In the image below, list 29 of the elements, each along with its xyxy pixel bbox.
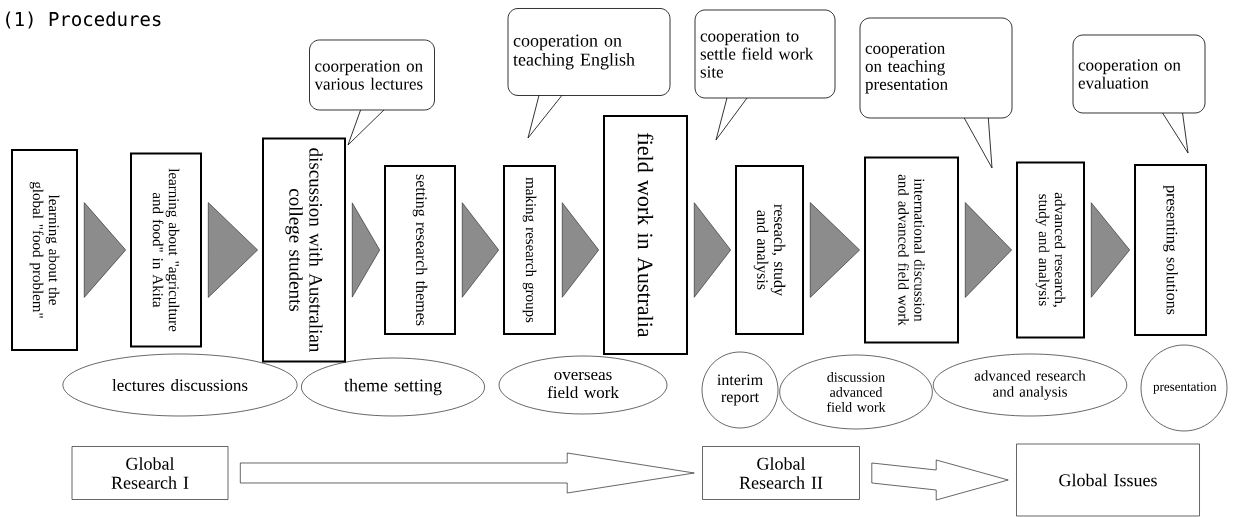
step-box: discussion with Australian college students — [262, 137, 346, 363]
course-box: Global Research I — [71, 446, 229, 500]
step-box: learning about the global "food problem" — [11, 149, 78, 351]
step-box: field work in Australia — [603, 115, 688, 355]
step-box: presenting solutions — [1134, 164, 1207, 336]
step-box: international discussion and advanced field work — [864, 156, 959, 344]
arrow — [561, 202, 599, 298]
block-arrow — [240, 452, 695, 494]
block-arrow — [871, 459, 1009, 501]
arrow — [207, 202, 258, 298]
arrow — [83, 202, 126, 298]
arrow — [1090, 202, 1130, 298]
arrow — [964, 202, 1012, 298]
heading: (1) Procedures — [6, 11, 161, 29]
step-box: learning about "agriculture and food" in Akita — [130, 152, 202, 348]
speech-bubble: cooperation to settle field work site — [694, 9, 836, 141]
speech-bubble: cooperation on teaching presentation — [859, 17, 1013, 169]
arrow — [809, 202, 860, 298]
arrow — [461, 202, 499, 298]
speech-bubble: cooperation on evaluation — [1072, 34, 1206, 154]
arrow — [351, 202, 380, 298]
arrow — [693, 202, 731, 298]
course-box: Global Research II — [702, 446, 860, 500]
speech-bubble: coorperation on various lectures — [309, 39, 435, 146]
step-box: reseach, study and analysis — [735, 165, 804, 335]
step-box: setting research themes — [384, 165, 456, 335]
step-box: advanced research, study and analysis — [1016, 161, 1085, 339]
step-box: making research groups — [503, 165, 556, 335]
course-box: Global Issues — [1016, 443, 1200, 517]
